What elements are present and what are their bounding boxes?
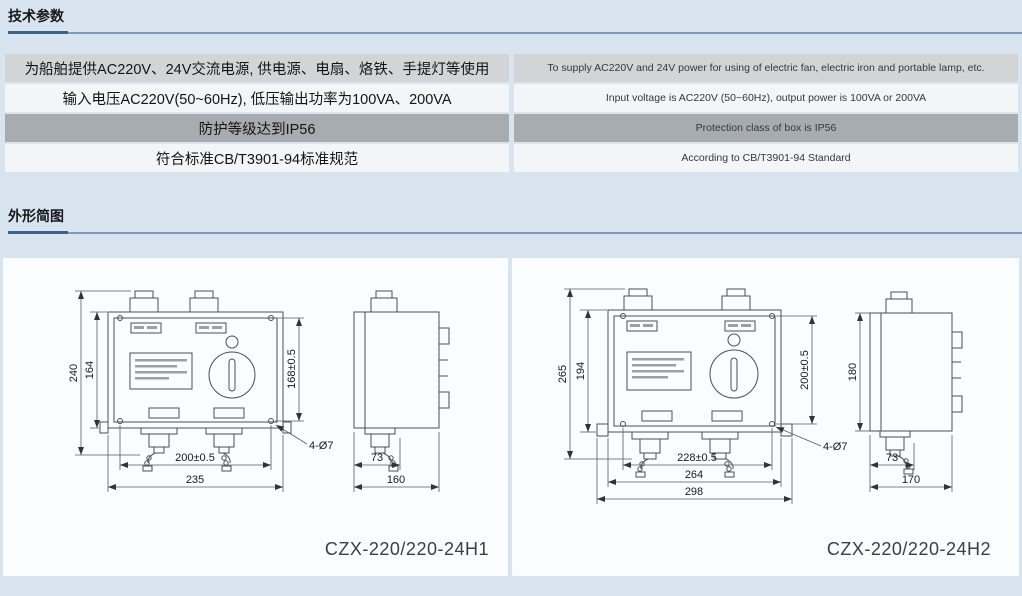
front-view (596, 288, 793, 478)
label-plate (195, 322, 227, 334)
param-en-4: According to CB/T3901-94 Standard (514, 144, 1018, 172)
tech-params-header: 技术参数 (8, 6, 1022, 34)
dim-hole-h-spacing: 200±0.5 (175, 452, 215, 464)
param-row: 输入电压AC220V(50~60Hz), 低压输出功率为100VA、200VA … (5, 84, 1018, 112)
param-zh-3: 防护等级达到IP56 (5, 114, 509, 142)
selector-dial (208, 335, 256, 399)
param-zh-1: 为船舶提供AC220V、24V交流电源, 供电源、电扇、烙铁、手提灯等使用 (5, 54, 509, 82)
outline-rule (8, 232, 1022, 234)
cable-glands (140, 427, 243, 472)
model-label-h1: CZX-220/220-24H1 (324, 539, 489, 559)
dim-side-height: 180 (847, 363, 859, 381)
nameplate-text-lines (134, 326, 222, 380)
dim-total-height: 265 (557, 365, 569, 383)
dim-hole-v-spacing: 200±0.5 (799, 350, 811, 390)
dim-side-front: 73 (371, 452, 383, 464)
side-view (353, 290, 450, 472)
dimension-labels: 265 194 200±0.5 180 4-Ø7 228±0.5 264 298… (557, 350, 920, 498)
dim-overall-width: 298 (685, 486, 703, 498)
outline-header: 外形简图 (8, 206, 1022, 234)
param-en-1: To supply AC220V and 24V power for using… (514, 54, 1018, 82)
front-view (99, 290, 292, 472)
outline-drawing-h2: 265 194 200±0.5 180 4-Ø7 228±0.5 264 298… (557, 288, 963, 504)
dimension-labels: 240 164 168±0.5 4-Ø7 200±0.5 235 73 160 (68, 349, 405, 486)
hinge (951, 395, 963, 413)
nameplate-text-lines (630, 324, 751, 379)
dim-hole-v-spacing: 168±0.5 (286, 349, 298, 389)
mounting-foot (99, 421, 109, 434)
drawing-panel-h2: 265 194 200±0.5 180 4-Ø7 228±0.5 264 298… (512, 258, 1019, 576)
dimension-lines (564, 288, 953, 504)
dim-total-height: 240 (68, 364, 80, 382)
label-plate (148, 407, 180, 419)
dim-box-width: 264 (685, 469, 703, 481)
outline-title: 外形简图 (8, 206, 68, 234)
param-row: 防护等级达到IP56 Protection class of box is IP… (5, 114, 1018, 142)
model-label-h2: CZX-220/220-24H2 (826, 539, 991, 559)
tech-params-rule (8, 32, 1022, 34)
dim-box-width: 235 (186, 474, 204, 486)
label-plate (213, 407, 245, 419)
dim-hole-h-spacing: 228±0.5 (677, 452, 717, 464)
tech-params-title: 技术参数 (8, 6, 68, 34)
door-outline (613, 315, 776, 427)
hinge (438, 327, 450, 345)
dim-side-depth: 160 (387, 474, 405, 486)
side-view (869, 291, 963, 475)
terminal-sockets (129, 290, 219, 313)
mounting-foot (596, 423, 609, 437)
mounting-holes (117, 315, 274, 424)
param-zh-4: 符合标准CB/T3901-94标准规范 (5, 144, 509, 172)
dim-side-depth: 170 (902, 474, 920, 486)
enclosure-outline (607, 309, 782, 433)
param-row: 为船舶提供AC220V、24V交流电源, 供电源、电扇、烙铁、手提灯等使用 To… (5, 54, 1018, 82)
label-plate (711, 410, 743, 422)
nameplate (626, 351, 692, 391)
selector-dial (709, 333, 759, 399)
dim-mount-holes: 4-Ø7 (309, 440, 333, 452)
hinge (438, 391, 450, 409)
dim-box-height: 164 (84, 361, 96, 379)
dim-mount-holes: 4-Ø7 (823, 441, 847, 453)
nameplate (129, 352, 193, 390)
param-en-3: Protection class of box is IP56 (514, 114, 1018, 142)
label-plate (641, 410, 673, 422)
label-plate (130, 322, 162, 334)
dim-box-height: 194 (575, 362, 587, 380)
terminal-sockets (623, 288, 751, 311)
dimension-lines (75, 290, 440, 492)
outline-drawing-h1: 240 164 168±0.5 4-Ø7 200±0.5 235 73 160 (68, 290, 450, 492)
param-en-2: Input voltage is AC220V (50~60Hz), outpu… (514, 84, 1018, 112)
label-plate (724, 320, 756, 332)
mounting-holes (620, 313, 775, 427)
param-row: 符合标准CB/T3901-94标准规范 According to CB/T390… (5, 144, 1018, 172)
dim-side-front: 73 (886, 452, 898, 464)
param-zh-2: 输入电压AC220V(50~60Hz), 低压输出功率为100VA、200VA (5, 84, 509, 112)
drawing-panel-h1: 240 164 168±0.5 4-Ø7 200±0.5 235 73 160 … (3, 258, 508, 576)
door-outline (113, 317, 278, 423)
params-table: 为船舶提供AC220V、24V交流电源, 供电源、电扇、烙铁、手提灯等使用 To… (5, 54, 1018, 174)
label-plate (626, 320, 658, 332)
hinge (951, 331, 963, 349)
